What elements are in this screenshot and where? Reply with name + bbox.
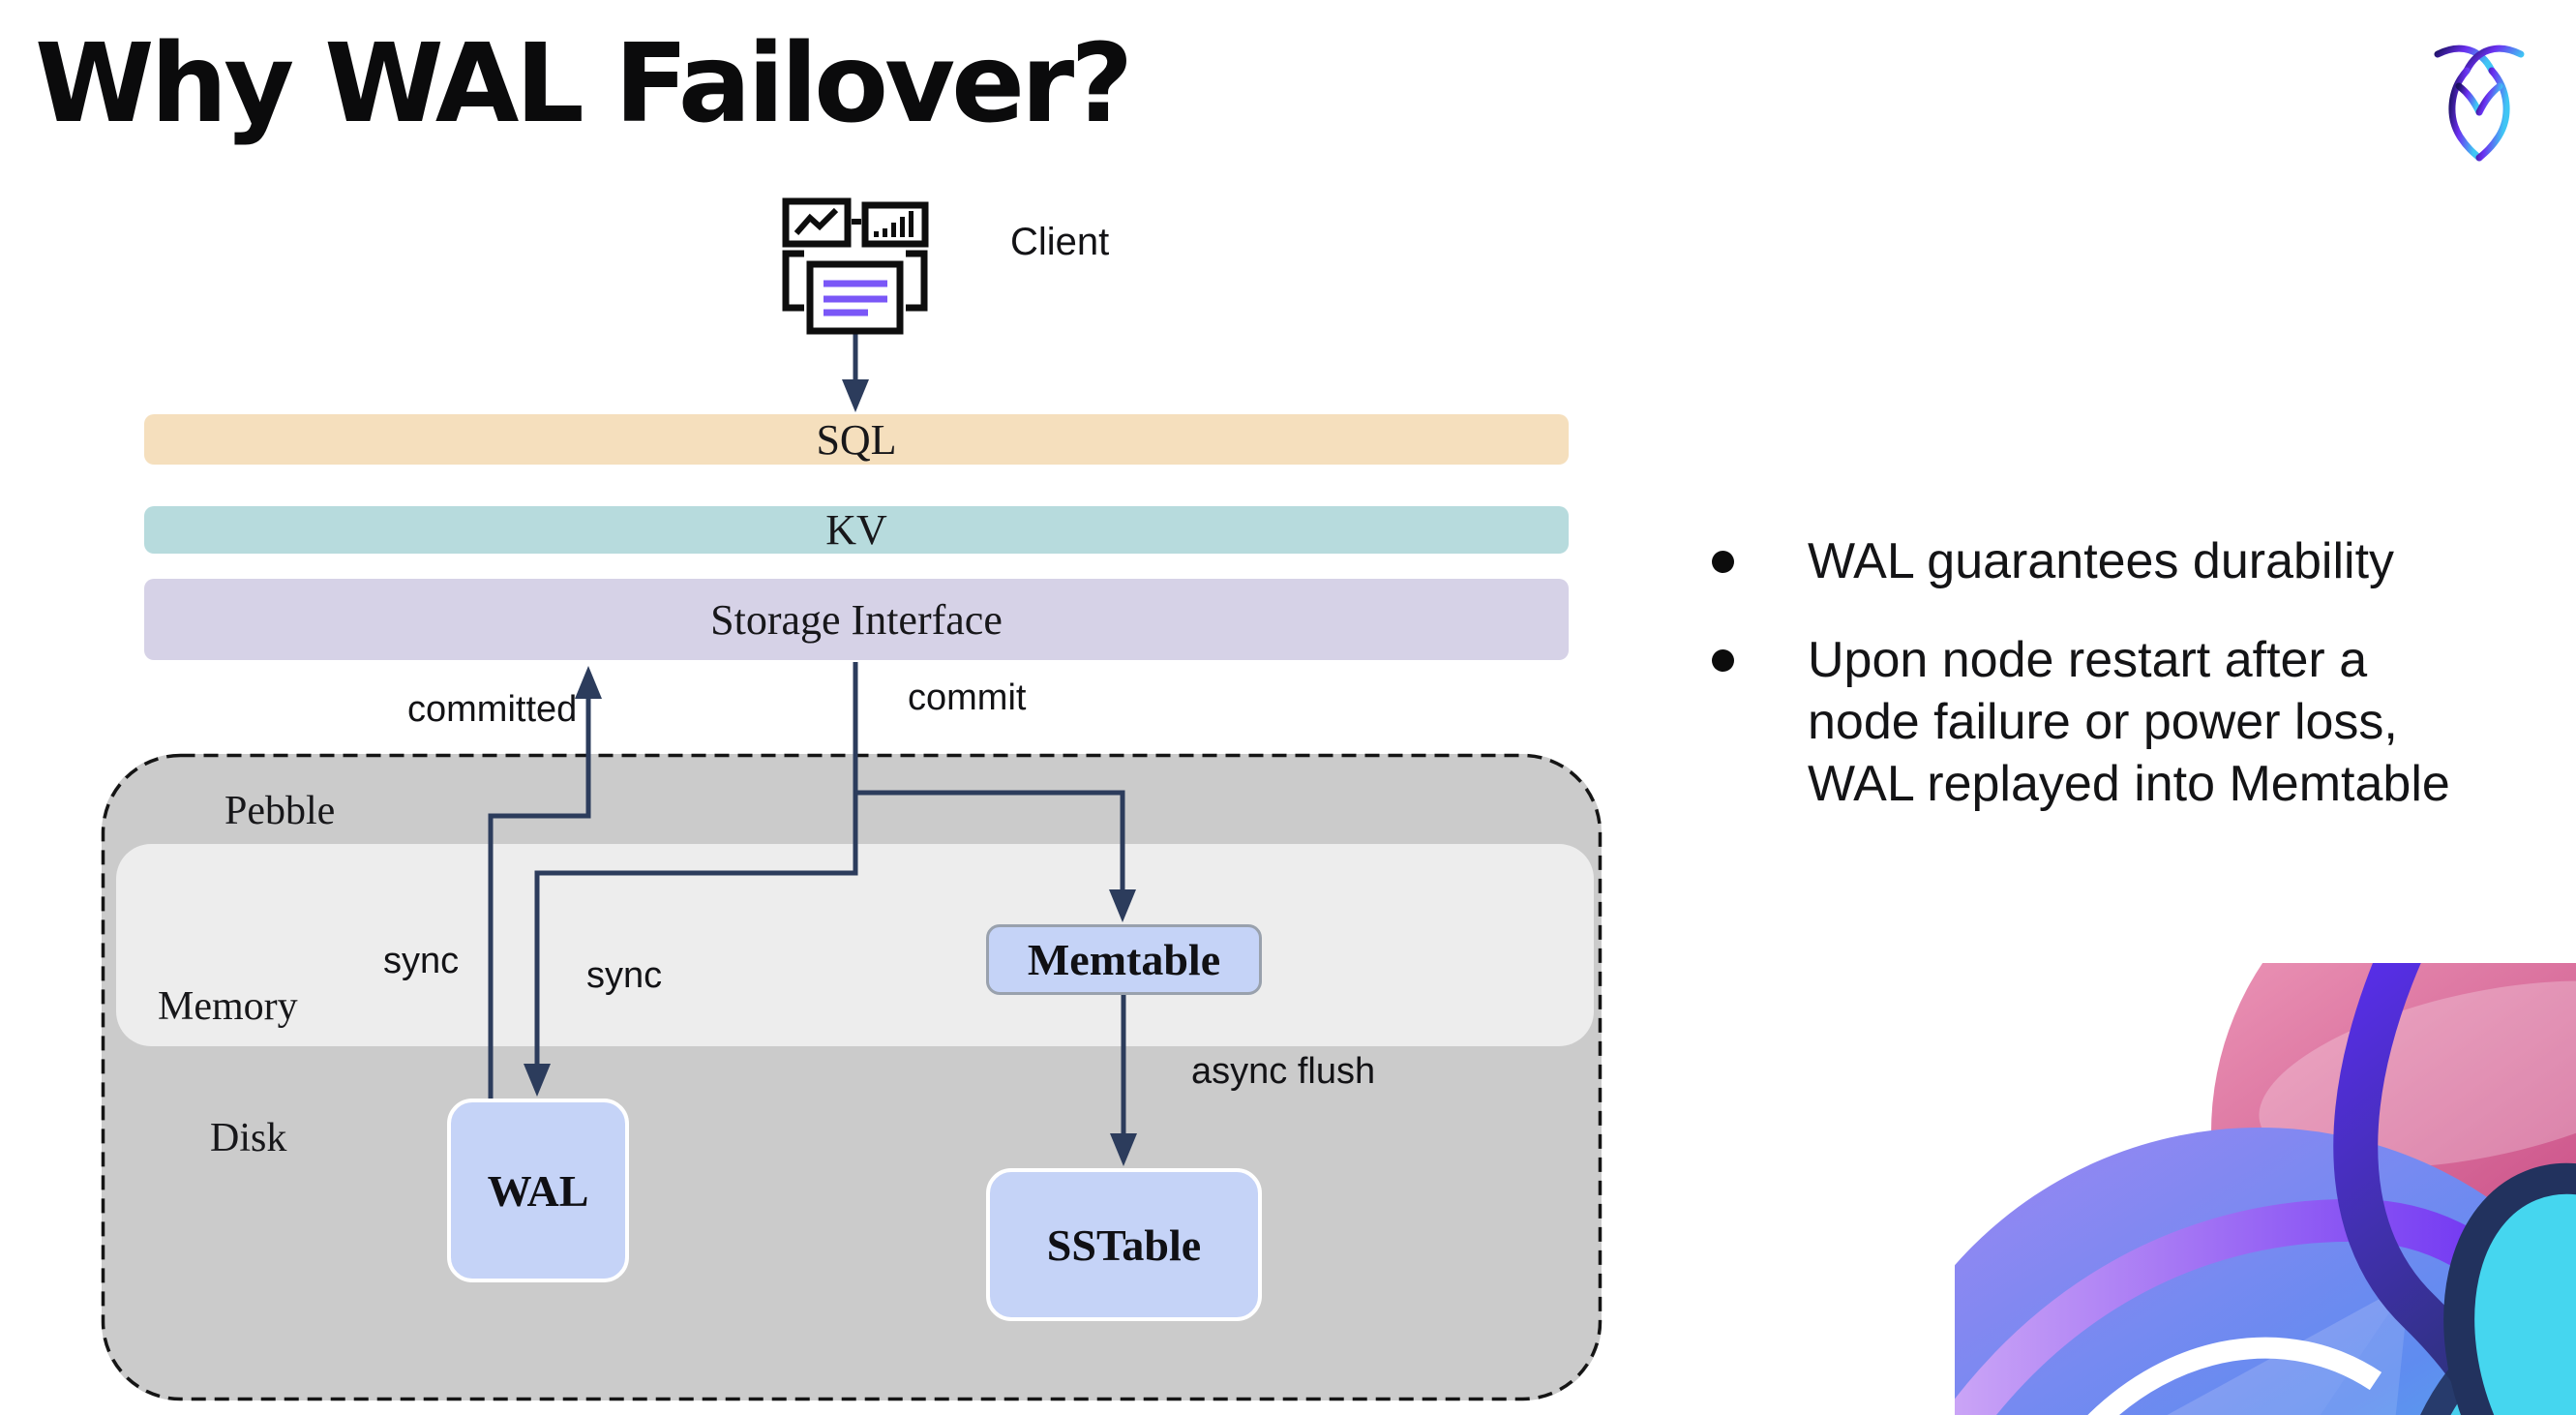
disk-label: Disk bbox=[210, 1116, 287, 1160]
client-label: Client bbox=[1010, 221, 1110, 263]
async-flush-edge-label: async flush bbox=[1191, 1051, 1376, 1092]
layer-bar-kv: KV bbox=[144, 506, 1569, 554]
brand-graphic bbox=[1955, 963, 2576, 1415]
bullet-list: WAL guarantees durability Upon node rest… bbox=[1689, 530, 2560, 852]
memory-zone bbox=[116, 844, 1594, 1046]
cockroach-logo-icon bbox=[2434, 45, 2525, 162]
memtable-box: Memtable bbox=[986, 924, 1262, 995]
wal-box: WAL bbox=[447, 1099, 629, 1282]
pebble-dashed-border bbox=[101, 753, 1603, 1401]
arrowheads bbox=[524, 379, 1137, 1166]
console-brackets-icon bbox=[782, 250, 928, 335]
sync-up-edge-label: sync bbox=[383, 941, 460, 981]
line-chart-icon bbox=[782, 197, 852, 248]
sstable-box: SSTable bbox=[986, 1168, 1262, 1321]
bar-chart-bars bbox=[874, 211, 914, 237]
page-title: Why WAL Failover? bbox=[35, 21, 1133, 147]
document-lines bbox=[824, 280, 887, 316]
bullet-dot bbox=[1712, 649, 1734, 672]
bullet-item: Upon node restart after a node failure o… bbox=[1689, 629, 2560, 815]
committed-edge-label: committed bbox=[407, 689, 578, 730]
sync-down-edge-label: sync bbox=[586, 955, 663, 996]
commit-edge-label: commit bbox=[908, 677, 1027, 718]
layer-bar-sql: SQL bbox=[144, 414, 1569, 465]
layer-bar-storage-interface: Storage Interface bbox=[144, 579, 1569, 660]
client-icon bbox=[782, 197, 929, 335]
pebble-label: Pebble bbox=[225, 789, 336, 833]
bullet-text: Upon node restart after a node failure o… bbox=[1808, 632, 2450, 812]
memory-label: Memory bbox=[158, 984, 298, 1029]
bar-chart-icon bbox=[861, 201, 929, 248]
bullet-text: WAL guarantees durability bbox=[1808, 533, 2395, 589]
bullet-item: WAL guarantees durability bbox=[1689, 530, 2560, 592]
bullet-dot bbox=[1712, 551, 1734, 573]
